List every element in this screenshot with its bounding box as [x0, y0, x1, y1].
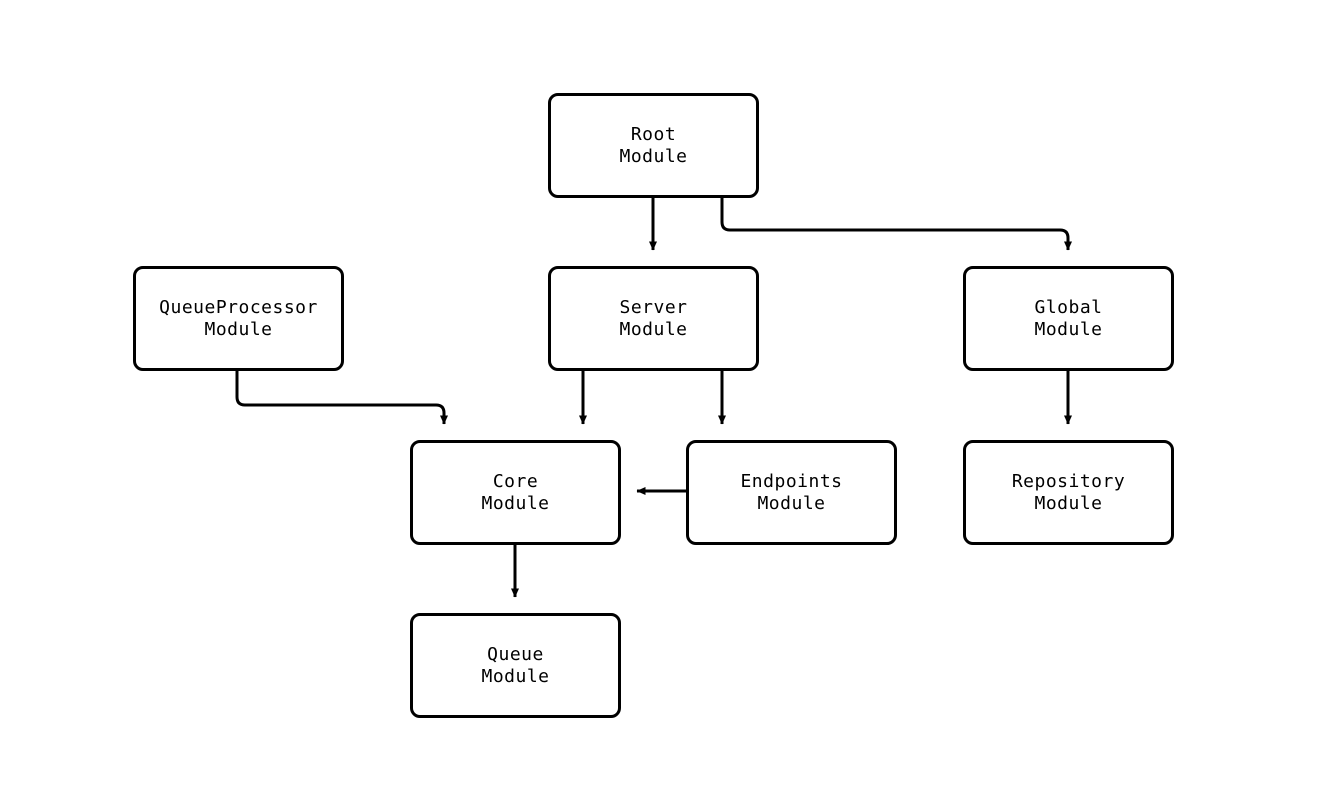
edge-queueprocessor-to-core [235, 371, 448, 425]
node-label-repository: Repository Module [1011, 470, 1126, 514]
node-label-queue: Queue Module [481, 643, 550, 687]
node-label-root: Root Module [619, 123, 688, 167]
node-label-queueprocessor: QueueProcessor Module [159, 296, 318, 340]
node-queue[interactable]: Queue Module [410, 613, 621, 718]
node-repository[interactable]: Repository Module [963, 440, 1174, 545]
node-label-core: Core Module [481, 470, 550, 514]
node-global[interactable]: Global Module [963, 266, 1174, 371]
node-label-server: Server Module [619, 296, 688, 340]
edge-root-to-global [720, 198, 1072, 251]
node-label-global: Global Module [1034, 296, 1103, 340]
node-core[interactable]: Core Module [410, 440, 621, 545]
node-endpoints[interactable]: Endpoints Module [686, 440, 897, 545]
node-queueprocessor[interactable]: QueueProcessor Module [133, 266, 344, 371]
node-root[interactable]: Root Module [548, 93, 759, 198]
node-server[interactable]: Server Module [548, 266, 759, 371]
node-label-endpoints: Endpoints Module [740, 470, 843, 514]
